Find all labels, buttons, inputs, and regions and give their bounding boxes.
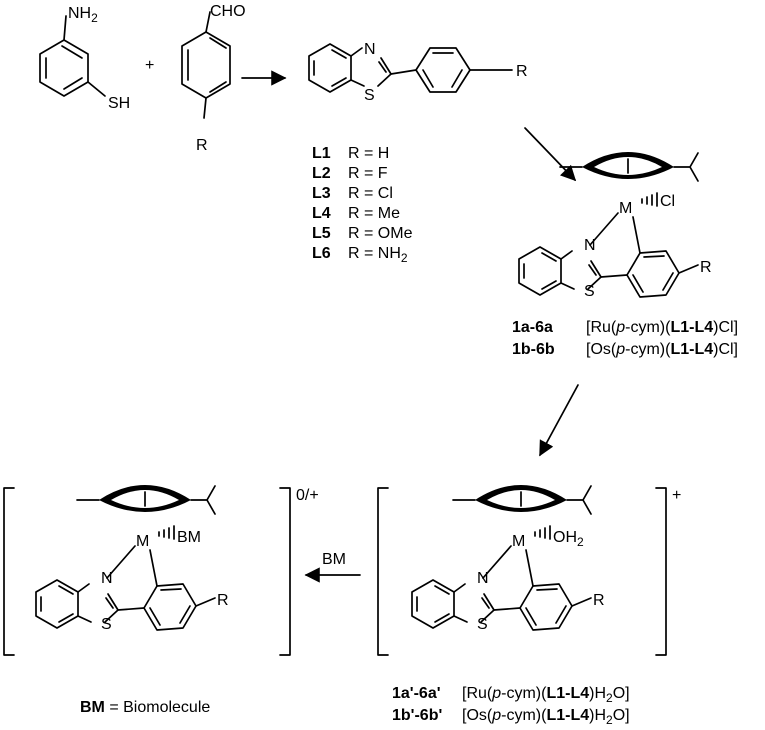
bm-definition: BM = Biomolecule [80,699,210,716]
ligand-r: R = Cl [348,185,393,202]
oh2-ligand: OH2 [553,529,584,549]
ligand-r: R = OMe [348,225,413,242]
arrow-label: BM [322,551,346,568]
ligand-code: L1 [312,145,331,162]
charge-label: + [672,487,681,504]
complex-a-label: 1a-6a [Ru(p-cym)(L1-L4)Cl] [512,319,738,336]
svg-text:1a-6a: 1a-6a [512,319,553,336]
r-label: R [196,137,208,154]
n-atom: N [477,570,489,587]
s-atom: S [364,87,375,104]
svg-text:1b'-6b': 1b'-6b' [392,707,442,724]
reaction-arrow-3 [539,384,579,457]
biomolecule-complex-structure: 0/+ M BM N S R [3,484,319,656]
n-atom: N [584,237,596,254]
bracket-left [377,487,389,656]
ligand-code: L4 [312,205,331,222]
benzaldehyde-structure: CHO R [181,3,246,154]
r-label: R [516,63,528,80]
cl-ligand: Cl [660,193,675,210]
ligand-list: L1 R = H L2 R = F L3 R = Cl L4 R = Me L5… [312,145,413,265]
r-label: R [700,259,712,276]
r-label: R [593,592,605,609]
s-atom: S [584,283,595,300]
ligand-code: L6 [312,245,331,262]
sh-label: SH [108,95,130,112]
svg-text:[Ru(p-cym)(L1-L4)Cl]: [Ru(p-cym)(L1-L4)Cl] [586,319,738,336]
ligand-r: R = NH2 [348,245,408,265]
ligand-r: R = Me [348,205,400,222]
metal-atom: M [619,200,632,217]
reaction-arrow-2 [524,127,577,182]
nh2-label: NH2 [68,5,98,25]
n-atom: N [101,570,113,587]
complex-b-label: 1b-6b [Os(p-cym)(L1-L4)Cl] [512,341,738,358]
svg-text:[Os(p-cym)(L1-L4)H2O]: [Os(p-cym)(L1-L4)H2O] [462,707,630,727]
ligand-code: L5 [312,225,331,242]
svg-text:1b-6b: 1b-6b [512,341,555,358]
bm-ligand: BM [177,529,201,546]
chlorido-complex-structure: M Cl N S R [518,151,712,300]
charge-label: 0/+ [296,487,319,504]
metal-atom: M [136,533,149,550]
benzothiazole-ligand-structure: N S R [308,41,528,104]
plus-sign: + [145,57,154,74]
n-atom: N [364,41,376,58]
ligand-r: R = H [348,145,389,162]
aqua-a-label: 1a'-6a' [Ru(p-cym)(L1-L4)H2O] [392,685,630,705]
svg-text:1a'-6a': 1a'-6a' [392,685,441,702]
metal-atom: M [512,533,525,550]
s-atom: S [101,616,112,633]
aqua-complex-structure: + M OH2 N S R [377,484,681,656]
bracket-right [279,487,291,656]
ligand-r: R = F [348,165,388,182]
cho-label: CHO [210,3,246,20]
aminothiophenol-structure: NH2 SH [39,5,130,112]
r-label: R [217,592,229,609]
aqua-b-label: 1b'-6b' [Os(p-cym)(L1-L4)H2O] [392,707,630,727]
ligand-code: L3 [312,185,331,202]
svg-text:[Os(p-cym)(L1-L4)Cl]: [Os(p-cym)(L1-L4)Cl] [586,341,738,358]
ligand-code: L2 [312,165,331,182]
s-atom: S [477,616,488,633]
bracket-right [655,487,667,656]
bracket-left [3,487,15,656]
svg-text:[Ru(p-cym)(L1-L4)H2O]: [Ru(p-cym)(L1-L4)H2O] [462,685,630,705]
